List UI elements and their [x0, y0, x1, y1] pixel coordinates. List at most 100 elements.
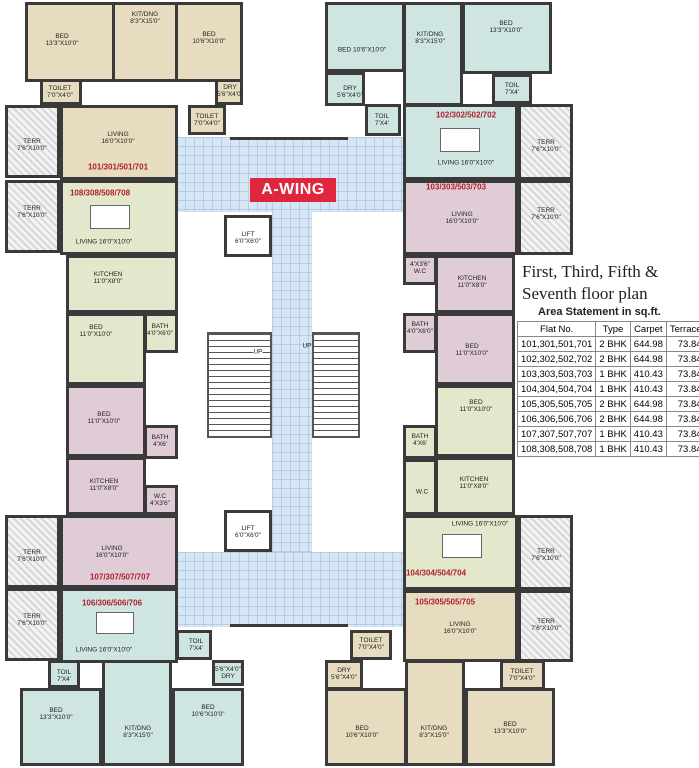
f103-bath — [403, 313, 437, 353]
table-cell: 73.84 — [665, 336, 699, 352]
table-cell: 644.98 — [629, 396, 667, 412]
f101-living — [60, 105, 178, 180]
corridor-top — [176, 137, 404, 212]
table-cell: 102,302,502,702 — [516, 351, 597, 367]
f101-kitdng — [112, 2, 178, 82]
staircase-right — [312, 332, 360, 438]
f106-dry-label: 5'6"X4'0"DRY — [215, 666, 241, 680]
corridor-center — [272, 200, 312, 560]
plan-title-line1: First, Third, Fifth & — [522, 262, 659, 281]
f104-wc-label: W.C — [415, 488, 429, 496]
sofa-icon — [96, 612, 134, 634]
sofa-icon — [442, 534, 482, 558]
f101-toilet1 — [40, 79, 82, 105]
f105-living — [403, 590, 518, 662]
table-cell: 644.98 — [629, 351, 667, 367]
table-cell: 410.43 — [629, 441, 667, 457]
lift-top — [224, 215, 272, 257]
f101-flat-number: 101/301/501/701 — [87, 162, 149, 172]
f103-flat-number: 103/303/503/703 — [425, 182, 487, 192]
f102-flat-number: 102/302/502/702 — [435, 110, 497, 120]
f104-living-label: LIVING 16'0"X10'0" — [451, 520, 509, 528]
f102-toil — [492, 74, 532, 104]
f104-bath — [403, 425, 437, 459]
f102-toil2 — [365, 104, 401, 136]
corridor-bottom — [176, 552, 404, 627]
f104-bed — [435, 385, 515, 457]
f104-flat-number: 104/304/504/704 — [405, 568, 467, 578]
f106-bed2 — [172, 688, 244, 766]
f103-wc — [403, 255, 437, 285]
table-header-row: Flat No. Type Carpet Terrace — [516, 321, 699, 337]
sofa-icon — [90, 205, 130, 229]
f107-wc — [144, 485, 178, 515]
f107-bed — [66, 385, 146, 457]
lift-bottom — [224, 510, 272, 552]
table-cell: 73.84 — [665, 441, 699, 457]
f105-toilet1 — [350, 630, 392, 660]
table-cell: 644.98 — [629, 411, 667, 427]
table-cell: 103,303,503,703 — [516, 366, 597, 382]
f105-kitdng — [405, 660, 465, 766]
table-cell: 1 BHK — [595, 381, 631, 397]
f106-toil — [176, 630, 212, 660]
f106-bed1 — [20, 688, 102, 766]
f103-bed — [435, 313, 515, 385]
f102-living-label: LIVING 16'0"X10'0" — [437, 159, 495, 167]
f107-flat-number: 107/307/507/707 — [89, 572, 151, 582]
f105-bed2 — [465, 688, 555, 766]
wing-label: A-WING — [250, 178, 336, 202]
table-cell: 2 BHK — [595, 411, 631, 427]
table-cell: 101,301,501,701 — [516, 336, 597, 352]
f108-living-label: LIVING 16'0"X10'0" — [75, 238, 133, 246]
sofa-icon — [440, 128, 480, 152]
corridor-inner-wall — [230, 137, 348, 140]
table-cell: 2 BHK — [595, 396, 631, 412]
f106-living-label: LIVING 16'0"X10'0" — [75, 646, 133, 654]
table-cell: 2 BHK — [595, 336, 631, 352]
f106-dry — [212, 660, 244, 686]
table-cell: 73.84 — [665, 411, 699, 427]
f101-dry — [215, 79, 243, 105]
table-cell: 108,308,508,708 — [516, 441, 597, 457]
table-cell: 104,304,504,704 — [516, 381, 597, 397]
f102-bed1-label: BED 10'6"X10'0" — [337, 46, 387, 54]
f104-terrace — [518, 515, 573, 590]
table-cell: 73.84 — [665, 396, 699, 412]
f107-bath — [144, 425, 178, 459]
f104-kitchen — [435, 457, 515, 515]
